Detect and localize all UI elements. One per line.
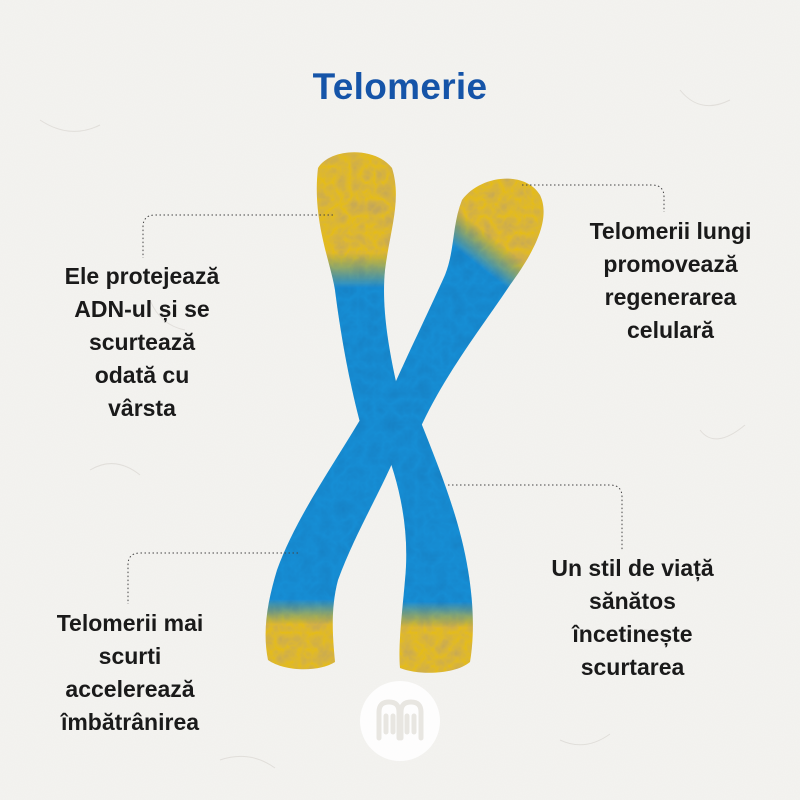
leader-line-top-left <box>142 214 333 258</box>
label-line: scurtarea <box>580 654 685 680</box>
label-line: Ele protejează <box>64 263 220 289</box>
label-bottom-right: Un stil de viață sănătos încetinește scu… <box>520 552 745 684</box>
label-line: ADN-ul și se <box>74 296 210 322</box>
label-line: accelerează <box>65 676 195 702</box>
label-line: Telomerii lungi <box>589 218 752 244</box>
label-line: celulară <box>627 317 714 343</box>
leader-line-bottom-left <box>127 552 298 604</box>
label-bottom-left: Telomerii mai scurti accelerează îmbătrâ… <box>30 607 230 739</box>
chromatid-upper-right <box>375 178 544 441</box>
label-line: regenerarea <box>604 284 737 310</box>
label-top-right: Telomerii lungi promovează regenerarea c… <box>558 215 783 347</box>
label-line: odată cu <box>94 362 190 388</box>
label-line: sănătos <box>589 588 676 614</box>
label-line: îmbătrânirea <box>60 709 200 735</box>
chromatid-upper-left <box>316 152 410 440</box>
centromere <box>367 402 419 462</box>
page-title: Telomerie <box>312 66 488 107</box>
label-line: scurti <box>98 643 162 669</box>
book-hands-icon <box>360 681 440 761</box>
label-top-left: Ele protejează ADN-ul și se scurtează od… <box>38 260 246 425</box>
chromatid-lower-right <box>378 420 473 673</box>
label-line: scurtează <box>88 329 196 355</box>
label-line: promovează <box>603 251 738 277</box>
leader-line-bottom-right <box>448 484 623 550</box>
chromatid-lower-left <box>265 420 408 670</box>
label-line: încetinește <box>572 621 693 647</box>
leader-line-top-right <box>522 184 665 212</box>
label-line: Telomerii mai <box>56 610 204 636</box>
label-line: Un stil de viață <box>551 555 714 581</box>
label-line: vârsta <box>108 395 176 421</box>
